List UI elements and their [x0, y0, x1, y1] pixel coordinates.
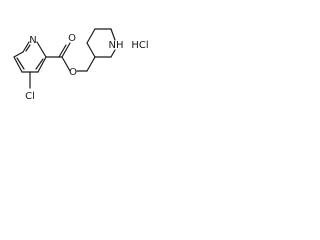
bond-c2-c3	[37, 56, 47, 73]
bond-n1-c2	[36, 41, 47, 58]
ester-oxygen-label: O	[69, 67, 77, 78]
pyridine-nitrogen-label: N	[29, 35, 36, 46]
chemical-structure-drawing: N O O NH Cl HCl	[13, 28, 149, 102]
bond-c2-c3-inner	[35, 58, 44, 70]
bond-c5-c6	[13, 51, 24, 58]
bond-c5prime-c4prime	[86, 28, 96, 44]
bond-nh-c6prime	[110, 28, 116, 41]
bond-c6-n1	[22, 41, 30, 53]
hydrochloride-label: HCl	[131, 40, 148, 51]
bond-c2prime-nh	[110, 49, 116, 58]
bond-ch2-c3prime	[86, 56, 96, 72]
bond-carbonyl-double	[58, 44, 67, 58]
bond-c4prime-c3	[86, 42, 96, 58]
bond-carbonyl-c-o	[61, 42, 71, 58]
bond-carbonyl-ester-o	[61, 56, 71, 72]
piperidine-nh-label: NH	[109, 40, 124, 51]
bond-c4-c5	[13, 56, 23, 73]
ester-group	[45, 42, 96, 72]
bond-c4-c5-inner	[16, 57, 25, 70]
pyridine-ring	[13, 41, 47, 73]
piperidine-ring	[86, 28, 116, 58]
bond-c6-n1-inner	[25, 44, 31, 52]
carbonyl-oxygen-label: O	[68, 33, 76, 44]
chlorine-label: Cl	[25, 91, 35, 102]
